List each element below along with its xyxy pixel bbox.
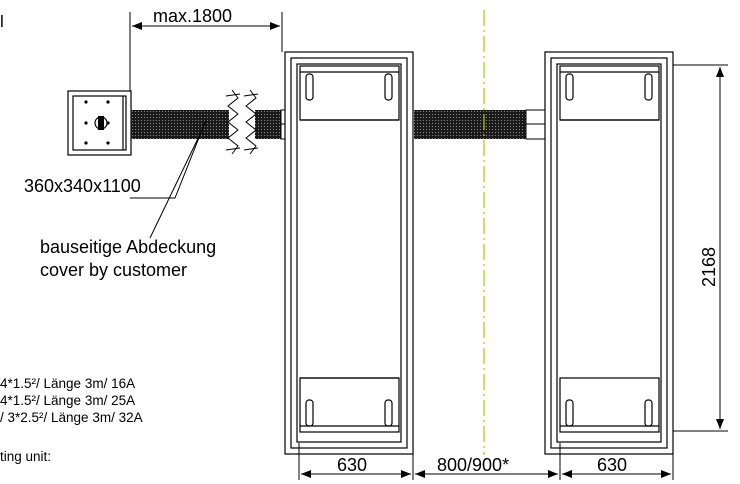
pit-size-label: 360x340x1100 [24,176,141,196]
dimension-bottom [298,443,674,480]
duct-connector-middle [525,109,547,140]
cable-duct-left [131,110,229,139]
main-switch-icon [94,116,108,130]
max-length-label: max.1800 [153,6,232,26]
cover-label-en: cover by customer [40,260,187,280]
width-left-label: 630 [337,455,367,475]
cable-duct-middle [414,110,526,139]
footer-fragment-label: ting unit: [0,449,51,464]
barrier-unit-left [284,51,414,455]
barrier-unit-right [544,51,674,455]
break-symbol [225,89,259,155]
cable-spec-1: 4*1.5²/ Länge 3m/ 16A [0,376,135,391]
cable-spec-2: 4*1.5²/ Länge 3m/ 25A [0,393,135,408]
dimension-height [673,64,728,432]
gap-label: 800/900* [437,455,509,475]
edge-fragment-label: l [0,12,4,31]
dimension-max-length [129,12,283,92]
cable-duct-left-b [255,110,281,139]
leader-line [130,119,207,239]
width-right-label: 630 [597,455,627,475]
cover-label-de: bauseitige Abdeckung [40,237,216,257]
height-label: 2168 [699,247,719,287]
cable-spec-3: / 3*2.5²/ Länge 3m/ 32A [0,410,143,425]
